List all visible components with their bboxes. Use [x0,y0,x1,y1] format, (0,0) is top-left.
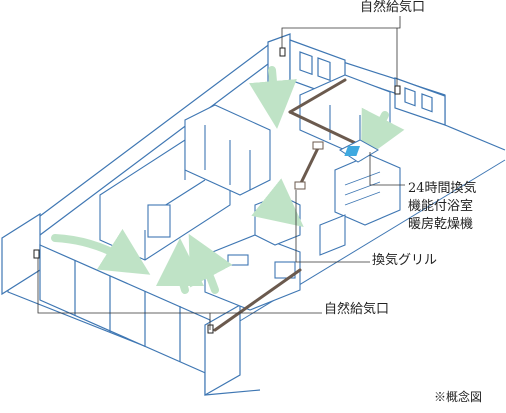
airflow-arrows [51,66,405,294]
ceiling-grills [294,141,324,190]
natural-inlet-top-label: 自然給気口 [360,0,426,15]
unit-label-line-1: 24時間換気 [408,181,477,196]
leader-lines [37,16,405,330]
unit-label-line-3: 暖房乾燥機 [408,217,474,232]
unit-label-line-2: 機能付浴室 [408,199,474,214]
ventilation-grill-label: 換気グリル [372,253,438,268]
natural-inlet-bottom-label: 自然給気口 [324,302,390,317]
natural-inlet-markers [33,47,401,334]
ventilation-unit-label: 24時間換気 機能付浴室 暖房乾燥機 [408,180,477,234]
ventilation-unit [339,139,379,163]
exterior-wall-left [1,212,241,397]
concept-note: ※概念図 [434,390,483,404]
interior-walls [99,74,401,311]
